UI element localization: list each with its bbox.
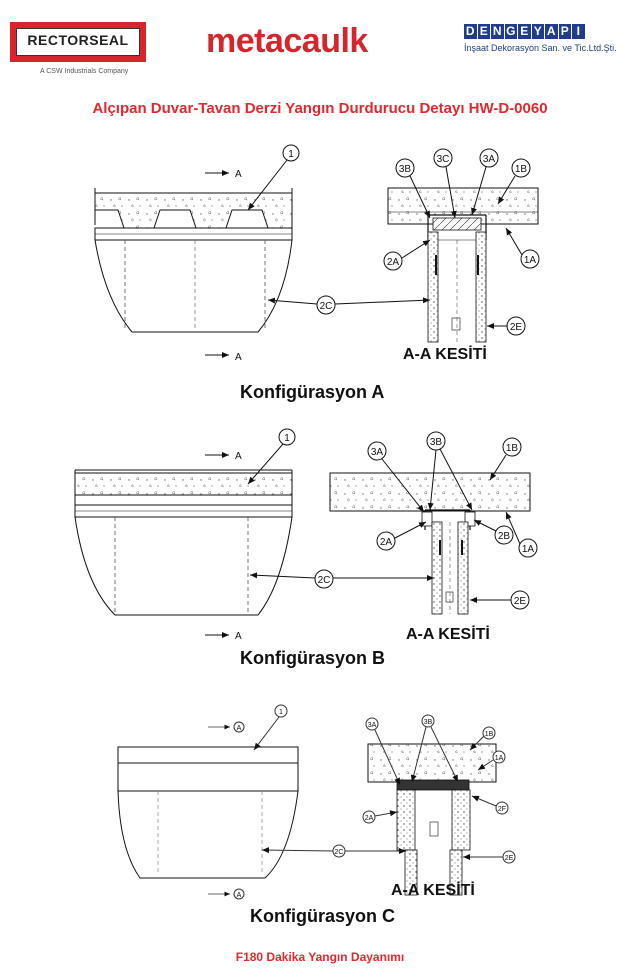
callout-1b: 1B bbox=[489, 437, 522, 481]
metacaulk-logo: metacaulk bbox=[206, 22, 368, 60]
section-marker-a: A bbox=[235, 451, 242, 462]
callout-3b: 3B bbox=[410, 714, 459, 783]
fire-rating-footer: F180 Dakika Yangın Dayanımı bbox=[235, 950, 405, 964]
callout-3a: 3A bbox=[367, 441, 425, 513]
config-a-label: Konfigürasyon A bbox=[240, 382, 385, 402]
config-c-section-view bbox=[367, 743, 497, 896]
svg-text:A: A bbox=[237, 725, 242, 732]
callout-1a: 1A bbox=[505, 511, 538, 558]
config-a-callouts: 1 2C 3B 3C 3A 1B 2A 1A 2E A A bbox=[235, 144, 540, 363]
svg-text:2A: 2A bbox=[365, 815, 374, 822]
callout-1b: 1B bbox=[469, 726, 496, 751]
callout-1: 1 bbox=[247, 428, 296, 485]
config-b-callouts: 1 2C 3A 3B 1B 2A 2B 1A 2E A A bbox=[235, 428, 538, 642]
callout-3a: 3A bbox=[365, 717, 401, 786]
dengeyapi-letters: D E N G E Y A P I bbox=[464, 24, 634, 39]
section-label-b: A-A KESİTİ bbox=[406, 626, 490, 643]
callout-2f: 2F bbox=[471, 795, 509, 815]
svg-text:3A: 3A bbox=[368, 722, 377, 729]
svg-text:1: 1 bbox=[279, 709, 283, 716]
dengeyapi-letter: Y bbox=[531, 24, 544, 39]
config-b-label: Konfigürasyon B bbox=[240, 648, 386, 668]
config-b-plan-view bbox=[74, 452, 293, 638]
dengeyapi-letter: E bbox=[477, 24, 490, 39]
callout-2e: 2E bbox=[463, 850, 516, 864]
callout-2c: 2C bbox=[249, 569, 434, 589]
svg-text:2C: 2C bbox=[320, 301, 333, 312]
config-c-label: Konfigürasyon C bbox=[250, 906, 396, 926]
section-label-c: A-A KESİTİ bbox=[391, 882, 475, 899]
config-a-section-view bbox=[387, 187, 539, 343]
config-c-plan-view bbox=[117, 724, 299, 897]
dengeyapi-letter: P bbox=[558, 24, 571, 39]
dengeyapi-letter: E bbox=[518, 24, 531, 39]
section-label-a: A-A KESİTİ bbox=[403, 346, 487, 363]
svg-text:1B: 1B bbox=[515, 164, 528, 175]
svg-text:1B: 1B bbox=[506, 443, 519, 454]
svg-text:1: 1 bbox=[284, 433, 290, 444]
section-marker-a: A bbox=[235, 631, 242, 642]
svg-text:2E: 2E bbox=[505, 855, 514, 862]
callout-2e: 2E bbox=[470, 590, 530, 610]
rectorseal-logo-text: RECTORSEAL bbox=[27, 32, 129, 48]
callout-2a: 2A bbox=[362, 810, 398, 824]
callout-2c: 2C bbox=[261, 844, 406, 858]
dengeyapi-letter: I bbox=[572, 24, 585, 39]
svg-text:2C: 2C bbox=[318, 575, 331, 586]
callout-1b: 1B bbox=[497, 158, 531, 205]
svg-text:2A: 2A bbox=[380, 537, 393, 548]
svg-text:3B: 3B bbox=[399, 164, 412, 175]
svg-text:1: 1 bbox=[288, 149, 294, 160]
dengeyapi-letter: D bbox=[464, 24, 477, 39]
rectorseal-tagline: A CSW Industrials Company bbox=[40, 68, 129, 75]
svg-text:3C: 3C bbox=[437, 154, 450, 165]
callout-3b: 3B bbox=[395, 158, 431, 219]
callout-2a: 2A bbox=[383, 239, 431, 271]
dengeyapi-letter: G bbox=[504, 24, 517, 39]
svg-text:2C: 2C bbox=[335, 849, 344, 856]
svg-text:3A: 3A bbox=[483, 154, 496, 165]
callout-3c: 3C bbox=[433, 148, 457, 219]
svg-text:3A: 3A bbox=[371, 447, 384, 458]
rectorseal-logo-badge: RECTORSEAL bbox=[10, 22, 146, 62]
callout-2c: 2C bbox=[267, 295, 431, 315]
callout-2e: 2E bbox=[487, 316, 526, 336]
svg-text:2A: 2A bbox=[387, 257, 400, 268]
callout-3b: 3B bbox=[426, 431, 473, 511]
dengeyapi-tagline: İnşaat Dekorasyon San. ve Tic.Ltd.Şti. bbox=[464, 43, 617, 53]
rectorseal-logo: RECTORSEAL A CSW Industrials Company bbox=[10, 22, 148, 80]
svg-text:1B: 1B bbox=[485, 731, 494, 738]
svg-text:A: A bbox=[237, 892, 242, 899]
section-marker-a: A bbox=[235, 352, 242, 363]
callout-2b: 2B bbox=[473, 519, 514, 545]
dengeyapi-logo: D E N G E Y A P I İnşaat Dekorasyon San.… bbox=[464, 24, 634, 64]
callout-1a: 1A bbox=[477, 750, 506, 771]
svg-text:2E: 2E bbox=[514, 596, 527, 607]
dengeyapi-letter: A bbox=[545, 24, 558, 39]
callout-2a: 2A bbox=[376, 521, 427, 551]
section-marker-a: A bbox=[235, 169, 242, 180]
config-a-plan-view bbox=[94, 170, 293, 358]
callout-1: 1 bbox=[253, 704, 288, 751]
svg-text:3B: 3B bbox=[430, 437, 443, 448]
callout-1a: 1A bbox=[505, 227, 540, 269]
page-title: Alçıpan Duvar-Tavan Derzi Yangın Durduru… bbox=[92, 100, 548, 117]
config-c-callouts: 1 2C 3A 3B 1B 1A 2A 2F 2E A A bbox=[233, 704, 516, 900]
callout-1: 1 bbox=[247, 144, 300, 211]
dengeyapi-letter: N bbox=[491, 24, 504, 39]
callout-3a: 3A bbox=[471, 148, 499, 216]
svg-text:2B: 2B bbox=[498, 531, 511, 542]
section-marker-a: A bbox=[233, 888, 245, 900]
svg-text:2F: 2F bbox=[498, 806, 506, 813]
svg-text:1A: 1A bbox=[522, 544, 535, 555]
svg-text:1A: 1A bbox=[495, 755, 504, 762]
svg-text:2E: 2E bbox=[510, 322, 523, 333]
svg-text:3B: 3B bbox=[424, 719, 433, 726]
svg-text:1A: 1A bbox=[524, 255, 537, 266]
section-marker-a: A bbox=[233, 721, 245, 733]
